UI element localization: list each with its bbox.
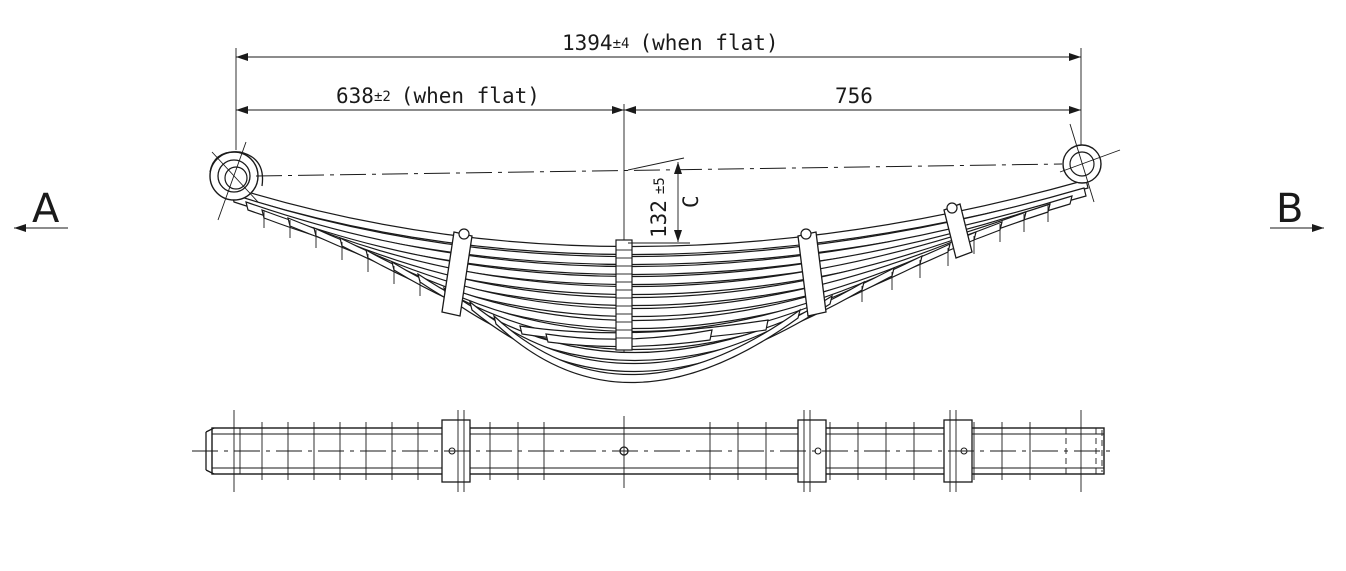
view-label-b: B	[1276, 186, 1303, 232]
eye-reference-line	[255, 163, 1063, 177]
view-arrow-a: A	[14, 186, 68, 232]
partial-dimensions: 638±2(when flat) 756	[236, 84, 1081, 114]
overall-length-label: 1394±4(when flat)	[562, 31, 779, 55]
rebound-clip-left	[441, 228, 473, 317]
overall-dimension: 1394±4(when flat)	[235, 31, 1082, 150]
rebound-clip-mid-right	[797, 228, 827, 317]
right-eye	[1059, 123, 1121, 203]
camber-tolerance: ±5	[652, 177, 668, 194]
left-eye	[209, 141, 264, 221]
center-bolt	[615, 239, 633, 351]
right-length-label: 756	[835, 84, 873, 108]
view-label-a: A	[32, 186, 60, 232]
plan-view	[192, 410, 1116, 492]
rebound-clip-right	[943, 202, 973, 259]
camber-dimension: 132±5 C	[627, 157, 703, 244]
camber-reference-c: C	[679, 195, 703, 208]
leaf-tips	[263, 204, 1049, 302]
camber-value: 132	[647, 200, 671, 238]
view-arrow-b: B	[1270, 186, 1324, 232]
left-length-label: 638±2(when flat)	[336, 84, 540, 108]
svg-text:132±5: 132±5	[647, 177, 671, 238]
